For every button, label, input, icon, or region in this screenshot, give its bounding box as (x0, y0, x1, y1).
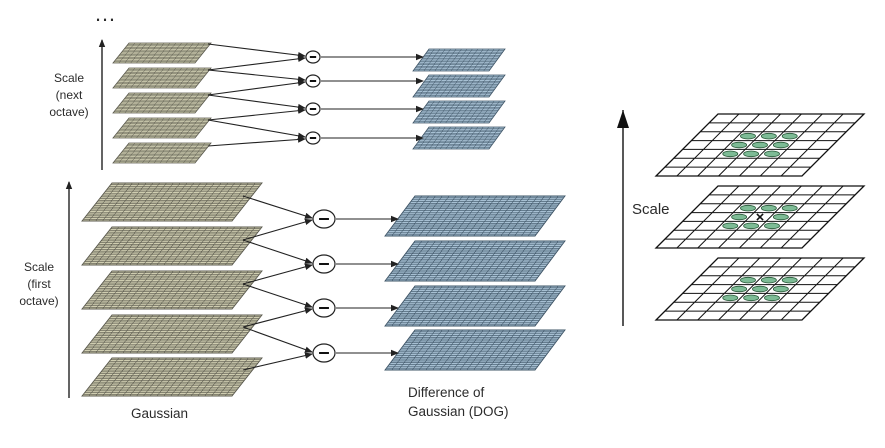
neighbor-sample-dot (752, 141, 768, 149)
next-octave-input-arrow (207, 69, 306, 83)
next-octave-gaussian-plane (112, 92, 212, 114)
first-octave-input-arrow (242, 283, 313, 308)
neighbor-sample-dot (731, 141, 748, 149)
first-octave-dog-plane (384, 240, 566, 282)
first-octave-minus-node (312, 298, 336, 318)
next-octave-input-arrow (207, 136, 306, 147)
neighbor-sample-dot (743, 294, 760, 302)
neighbor-sample-dot (764, 150, 780, 158)
neighbor-sample-dot (772, 285, 789, 293)
first-octave-input-arrow (242, 263, 313, 285)
neighbor-sample-dot (760, 204, 777, 212)
scale-label: Scale (632, 201, 670, 218)
first-octave-minus-node (312, 209, 336, 229)
neighbor-sample-dot (740, 276, 756, 284)
first-octave-dog-plane (384, 195, 566, 237)
next-octave-dog-plane (412, 100, 506, 124)
neighbor-sample-dot (781, 132, 798, 140)
neighborhood-scale-arrowhead (617, 110, 629, 128)
next-octave-input-arrow (207, 94, 306, 111)
next-octave-dog-plane (412, 48, 506, 72)
neighbor-sample-dot (760, 276, 777, 284)
first-octave-minus-node (312, 343, 336, 363)
neighbor-sample-dot (764, 294, 780, 302)
first-octave-gaussian-plane (81, 270, 263, 310)
next-octave-input-arrow (207, 107, 306, 121)
next-octave-minus-node (305, 50, 321, 64)
first-octave-gaussian-plane (81, 226, 263, 266)
neighbor-sample-dot (764, 222, 780, 230)
neighbor-sample-dot (781, 204, 798, 212)
first-octave-input-arrow (242, 326, 313, 353)
first-octave-gaussian-plane (81, 182, 263, 222)
neighbor-sample-dot (781, 276, 798, 284)
next-octave-minus-node (305, 74, 321, 88)
first-octave-gaussian-plane (81, 314, 263, 354)
next-octave-input-arrow (207, 79, 306, 96)
next-octave-minus-node (305, 131, 321, 145)
next-octave-gaussian-plane (112, 67, 212, 89)
neighbor-sample-dot (722, 222, 739, 230)
next-octave-minus-node (305, 102, 321, 116)
first-octave-gaussian-plane (81, 357, 263, 397)
neighbor-sample-dot (722, 150, 739, 158)
neighbor-sample-dot (752, 285, 768, 293)
neighbor-sample-dot (743, 150, 760, 158)
next-octave-dog-plane (412, 126, 506, 150)
first-octave-input-arrow (242, 352, 313, 371)
neighbor-sample-dot (731, 213, 748, 221)
next-octave-scale-label: Scale (next octave) (49, 71, 89, 119)
next-octave-gaussian-plane (112, 42, 212, 64)
neighbor-sample-dot (743, 222, 760, 230)
first-octave-scale-label: Scale (first octave) (19, 260, 59, 308)
first-octave-input-arrow (242, 307, 313, 328)
next-octave-input-arrow (207, 119, 306, 139)
gaussian-label: Gaussian (131, 406, 189, 421)
dog-label: Difference of Gaussian (DOG) (408, 385, 509, 419)
first-octave-input-arrow (242, 218, 313, 241)
first-octave-dog-plane (384, 329, 566, 371)
neighbor-sample-dot (740, 204, 756, 212)
neighbor-sample-dot (772, 213, 789, 221)
ellipsis-label: … (94, 1, 118, 26)
next-octave-gaussian-plane (112, 142, 212, 164)
first-octave-input-arrow (242, 195, 313, 219)
next-octave-dog-plane (412, 74, 506, 98)
neighbor-sample-dot (731, 285, 748, 293)
first-octave-minus-node (312, 254, 336, 274)
neighbor-sample-dot (760, 132, 777, 140)
next-octave-input-arrow (207, 55, 306, 71)
next-octave-input-arrow (207, 43, 306, 59)
first-octave-input-arrow (242, 239, 313, 264)
first-octave-dog-plane (384, 285, 566, 327)
neighbor-sample-dot (772, 141, 789, 149)
neighbor-sample-dot (722, 294, 739, 302)
next-octave-gaussian-plane (112, 117, 212, 139)
neighbor-sample-dot (740, 132, 756, 140)
candidate-keypoint-mark (756, 213, 764, 221)
